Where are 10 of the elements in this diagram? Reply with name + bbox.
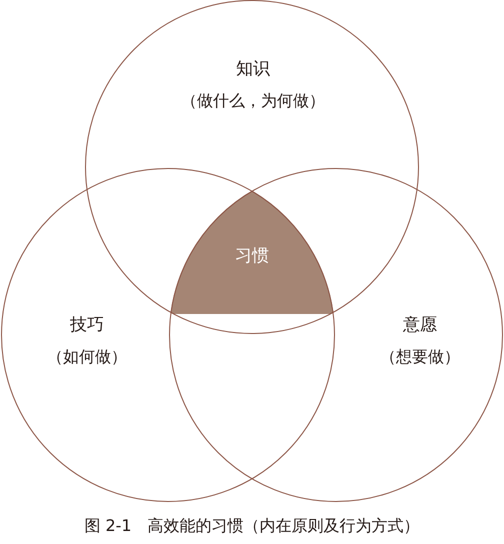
circle-subtitle: （做什么，为何做）	[181, 91, 325, 110]
venn-circle	[1, 168, 335, 502]
region-label: 习惯	[235, 246, 269, 266]
circle-subtitle: （想要做）	[380, 347, 460, 366]
venn-circle	[169, 168, 503, 502]
circle-title: 意愿	[403, 315, 437, 336]
circle-subtitle: （如何做）	[47, 347, 127, 366]
figure-caption: 图 2-1 高效能的习惯（内在原则及行为方式）	[83, 516, 421, 537]
circle-title: 知识	[236, 59, 270, 80]
circle-title: 技巧	[70, 315, 104, 336]
